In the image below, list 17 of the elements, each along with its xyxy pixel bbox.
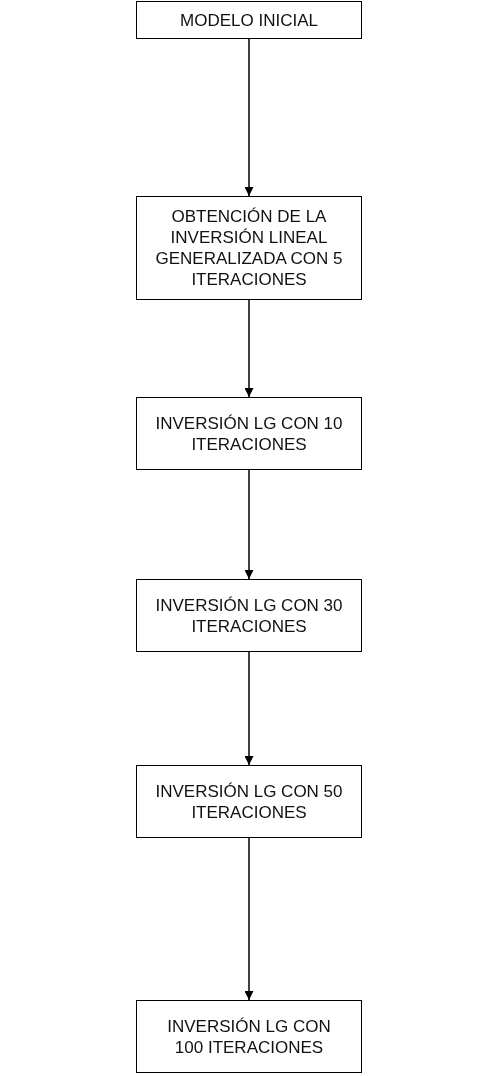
box-label: INVERSIÓN LG CON 10 ITERACIONES: [154, 412, 344, 455]
process-box: [136, 1, 362, 39]
process-box: [136, 765, 362, 838]
arrow: [244, 651, 254, 766]
process-box: [136, 1000, 362, 1073]
process-box: [136, 397, 362, 470]
box-label: INVERSIÓN LG CON 30 ITERACIONES: [154, 594, 344, 637]
box-label: MODELO INICIAL: [179, 9, 319, 31]
process-box: [136, 579, 362, 652]
arrow: [244, 469, 254, 580]
arrow: [244, 837, 254, 1001]
box-label: INVERSIÓN LG CON 50 ITERACIONES: [154, 780, 344, 823]
box-label: INVERSIÓN LG CON 100 ITERACIONES: [166, 1015, 332, 1058]
arrow: [244, 38, 254, 197]
box-label: OBTENCIÓN DE LA INVERSIÓN LINEAL GENERALIZADA CON 5 ITERACIONES: [154, 206, 344, 290]
process-box: [136, 196, 362, 300]
arrow: [244, 299, 254, 398]
